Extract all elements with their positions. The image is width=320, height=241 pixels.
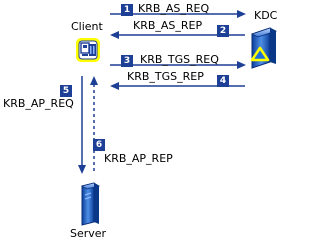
step-badge-1: 1	[121, 4, 133, 16]
kerberos-diagram	[76, 10, 278, 226]
step-badge-5: 5	[60, 85, 72, 97]
server-tower-icon	[80, 182, 101, 226]
server-label: Server	[70, 227, 107, 240]
as-rep-label: KRB_AS_REP	[133, 19, 203, 32]
as-req-label: KRB_AS_REQ	[138, 2, 210, 15]
ap-rep-label: KRB_AP_REP	[104, 152, 173, 165]
step-badge-3: 3	[121, 55, 133, 67]
client-label: Client	[71, 20, 103, 33]
kdc-label: KDC	[254, 9, 278, 22]
step-badge-6: 6	[93, 139, 105, 151]
ap-req-label: KRB_AP_REQ	[3, 97, 74, 110]
kdc-server-icon	[250, 27, 278, 69]
step-badge-2: 2	[217, 25, 229, 37]
tgs-rep-label: KRB_TGS_REP	[127, 70, 204, 83]
step-badge-4: 4	[217, 75, 229, 87]
arrow-ap-req	[78, 76, 86, 174]
arrow-ap-rep	[90, 76, 98, 172]
tgs-req-label: KRB_TGS_REQ	[140, 53, 219, 66]
client-computer-icon	[76, 38, 100, 62]
